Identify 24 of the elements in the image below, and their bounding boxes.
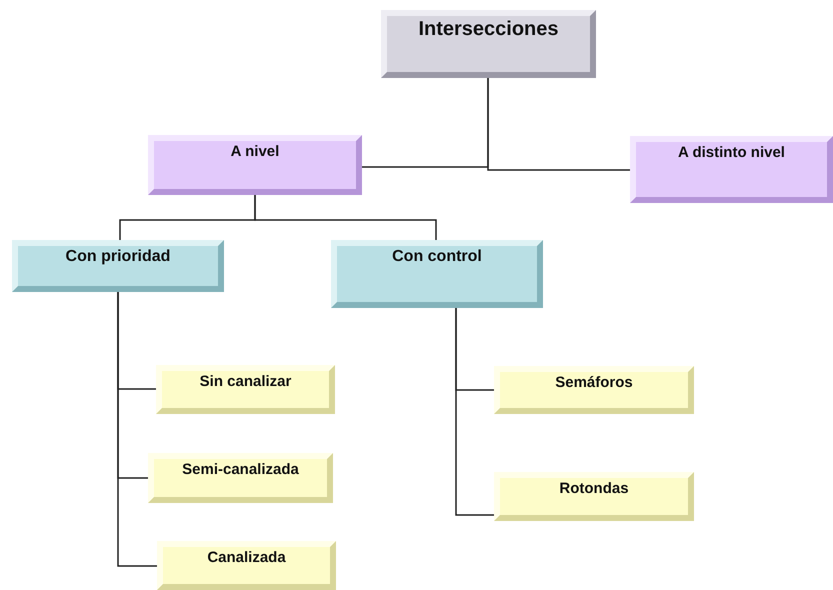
box-label: A distinto nivel <box>678 144 785 161</box>
connector-line <box>117 292 157 567</box>
box-label: Rotondas <box>559 480 629 497</box>
box-label: Semáforos <box>555 374 633 391</box>
box-label: Intersecciones <box>418 18 559 41</box>
category-box <box>156 365 335 414</box>
box-label: A nivel <box>230 143 280 160</box>
category-box <box>148 453 333 503</box>
category-box <box>494 472 694 521</box>
category-box <box>12 240 224 292</box>
category-box <box>331 240 543 308</box>
category-box <box>157 541 336 590</box>
box-label: Con control <box>392 248 482 266</box>
connector-line <box>254 195 437 240</box>
box-label: Con prioridad <box>66 248 170 266</box>
category-box <box>630 136 833 203</box>
connector-line <box>455 308 494 516</box>
box-label: Sin canalizar <box>200 373 292 390</box>
category-box <box>381 10 596 78</box>
connector-line <box>487 78 630 171</box>
box-label: Canalizada <box>207 549 286 566</box>
box-label: Semi-canalizada <box>182 461 299 478</box>
category-box <box>494 366 694 414</box>
category-box <box>148 135 362 195</box>
